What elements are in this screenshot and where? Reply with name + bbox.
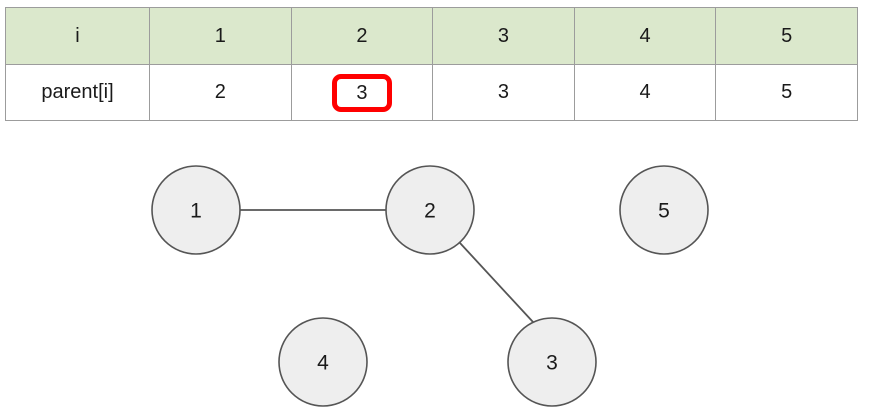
table-row-label-parent: parent[i]	[5, 64, 150, 121]
graph-node-4[interactable]: 4	[278, 317, 368, 407]
table-header-cell-1: 1	[149, 7, 292, 65]
table-cell-parent-1: 2	[149, 64, 292, 121]
cell-text: 2	[214, 81, 226, 103]
table-header-row: i 1 2 3 4 5	[5, 7, 858, 65]
node-circle	[151, 165, 241, 255]
cell-text: i	[75, 24, 80, 47]
node-circle	[385, 165, 475, 255]
graph-edge-2-3	[459, 242, 534, 323]
node-circle	[619, 165, 709, 255]
graph-node-2[interactable]: 2	[385, 165, 475, 255]
table-cell-parent-4: 4	[573, 64, 717, 121]
node-circle	[507, 317, 597, 407]
table-cell-parent-2-highlighted: 3	[290, 64, 434, 121]
graph-node-3[interactable]: 3	[507, 317, 597, 407]
node-label: 2	[424, 200, 436, 223]
node-label: 5	[658, 200, 670, 223]
cell-text: 2	[356, 24, 368, 47]
node-label: 3	[546, 352, 558, 375]
cell-text: 4	[639, 81, 651, 103]
table-data-row: parent[i] 2 3 3 4 5	[5, 64, 858, 121]
parent-array-table: i 1 2 3 4 5 parent[i] 2	[5, 7, 858, 121]
table-header-cell-4: 4	[573, 7, 717, 65]
table-header-cell-3: 3	[432, 7, 575, 65]
cell-text: 3	[331, 73, 392, 112]
cell-text: parent[i]	[41, 81, 114, 103]
cell-text: 4	[639, 24, 651, 47]
table-header-cell-2: 2	[290, 7, 434, 65]
cell-text: 5	[781, 81, 793, 103]
node-circle	[278, 317, 368, 407]
union-find-forest: 1 2 5 4 3	[0, 125, 870, 411]
cell-text: 3	[497, 24, 510, 47]
node-label: 4	[317, 352, 329, 375]
cell-text: 3	[497, 81, 510, 103]
table-header-cell-5: 5	[715, 7, 858, 65]
table-header-cell-i: i	[5, 7, 150, 65]
table-cell-parent-5: 5	[715, 64, 858, 121]
cell-text: 1	[214, 24, 226, 47]
node-label: 1	[190, 200, 202, 223]
graph-node-5[interactable]: 5	[619, 165, 709, 255]
cell-text: 5	[781, 24, 793, 47]
graph-node-1[interactable]: 1	[151, 165, 241, 255]
table-cell-parent-3: 3	[432, 64, 575, 121]
